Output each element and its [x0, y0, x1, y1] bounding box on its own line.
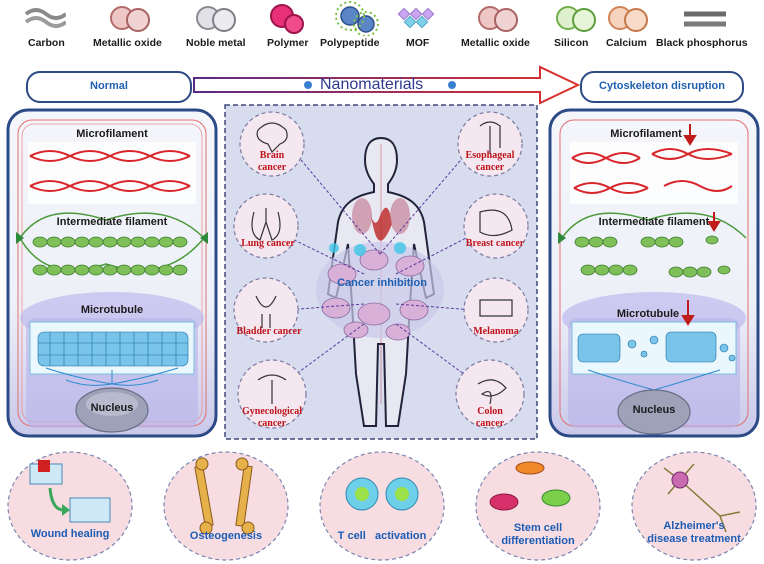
noble-metal-icon [196, 6, 236, 32]
lung-cancer-label: Lung cancer [241, 238, 295, 249]
t-cell-activation-label: T cell activation [337, 530, 427, 542]
disrupted-cell-panel: Microfilament Intermediate filament Micr… [548, 108, 760, 438]
polymer-icon [270, 4, 304, 34]
silicon-icon [556, 6, 596, 32]
body-diagram [224, 104, 538, 440]
right-intermediate-filament-label: Intermediate filament [598, 216, 710, 228]
cytoskeleton-disruption-pill: Cytoskeleton disruption [580, 71, 744, 103]
right-microtubule-label: Microtubule [616, 308, 680, 320]
left-intermediate-filament-label: Intermediate filament [56, 216, 168, 228]
material-label-calcium: Calcium [606, 37, 647, 49]
metallic-oxide-icon [478, 6, 518, 32]
material-label-metallic-oxide: Metallic oxide [93, 37, 162, 49]
left-microfilament-label: Microfilament [76, 128, 148, 140]
melanoma-label: Melanoma [473, 326, 519, 337]
normal-cell-panel: Microfilament Intermediate filament Micr… [6, 108, 218, 438]
polypeptide-icon [335, 1, 379, 36]
wound-healing-label: Wound healing [30, 528, 110, 540]
material-label-mof: MOF [406, 37, 430, 49]
right-microfilament-label: Microfilament [610, 128, 682, 140]
calcium-icon [608, 6, 648, 32]
metallic-oxide-icon [110, 6, 150, 32]
normal-cell-graphic [6, 108, 218, 438]
material-label-noble-metal: Noble metal [186, 37, 246, 49]
material-label-polypeptide: Polypeptide [320, 37, 380, 49]
bladder-cancer-label: Bladder cancer [236, 326, 302, 337]
cancer-inhibition-label: Cancer inhibition [337, 277, 427, 289]
breast-cancer-label: Breast cancer [465, 238, 525, 249]
nanomaterials-arrow [193, 65, 581, 105]
material-label-carbon: Carbon [28, 37, 65, 49]
material-label-metallic-oxide-2: Metallic oxide [461, 37, 530, 49]
disrupted-cell-graphic [548, 108, 760, 438]
left-microtubule-label: Microtubule [80, 304, 144, 316]
left-nucleus-label: Nucleus [90, 402, 134, 414]
mof-icon [397, 7, 435, 29]
black-phosphorus-icon [684, 11, 726, 27]
nanomaterials-title: Nanomaterials [320, 76, 424, 93]
normal-pill: Normal [26, 71, 192, 103]
material-label-black-phosphorus: Black phosphorus [656, 37, 748, 49]
material-label-silicon: Silicon [554, 37, 589, 49]
applications-row-graphic [7, 451, 757, 561]
right-nucleus-label: Nucleus [632, 404, 676, 416]
carbon-icon [24, 8, 66, 28]
osteogenesis-label: Osteogenesis [189, 530, 263, 542]
material-label-polymer: Polymer [267, 37, 309, 49]
